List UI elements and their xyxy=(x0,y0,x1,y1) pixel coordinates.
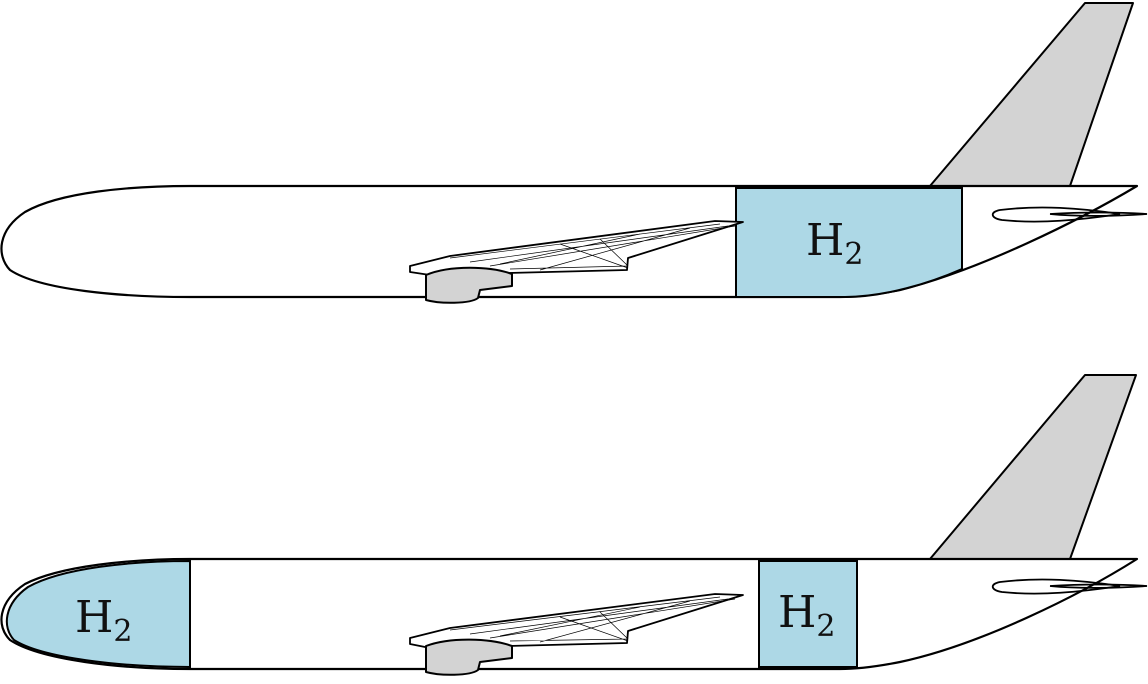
horizontal-stabilizer xyxy=(991,206,1148,223)
horizontal-stabilizer xyxy=(991,578,1148,595)
nose-h2-tank xyxy=(5,559,191,669)
tank-label-nose: H2 xyxy=(75,592,132,649)
h2-subscript: 2 xyxy=(844,237,863,272)
engine-nacelle xyxy=(425,638,513,676)
h2-subscript: 2 xyxy=(816,609,835,644)
engine-nacelle xyxy=(425,266,513,304)
tank-label-aft: H2 xyxy=(806,215,863,272)
tank-label-mid: H2 xyxy=(778,587,835,644)
h2-symbol: H xyxy=(806,215,844,266)
mid-h2-tank xyxy=(758,560,858,668)
aircraft-top: H2 xyxy=(0,2,1148,304)
h2-symbol: H xyxy=(778,587,816,638)
wing xyxy=(409,220,744,276)
wing xyxy=(409,593,744,649)
vertical-tail xyxy=(929,2,1134,187)
vertical-tail xyxy=(929,374,1137,560)
aft-h2-tank xyxy=(735,187,963,298)
aircraft-bottom: H2 H2 xyxy=(0,374,1148,676)
h2-subscript: 2 xyxy=(113,614,132,649)
h2-symbol: H xyxy=(75,592,113,643)
